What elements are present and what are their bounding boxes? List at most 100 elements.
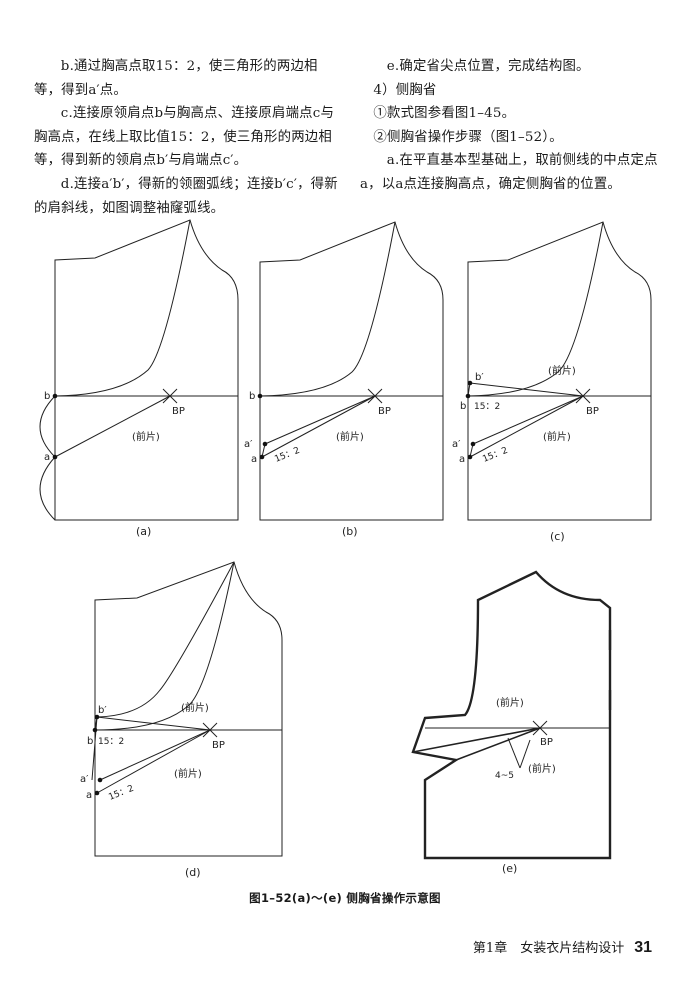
- label-front: (前片): [336, 430, 364, 443]
- label-ratio: 15：2: [98, 737, 124, 747]
- label-front: (前片): [548, 364, 576, 377]
- label-bp: BP: [540, 737, 553, 748]
- label-front: (前片): [181, 701, 209, 714]
- dart-point-line: [519, 739, 531, 769]
- label-front: (前片): [174, 767, 202, 780]
- bodice-outline-bold: [411, 570, 612, 860]
- point-b: [257, 393, 263, 399]
- point-b: [92, 727, 98, 733]
- dart-point-line: [507, 737, 521, 769]
- panel-label-a: (a): [136, 525, 151, 538]
- label-ratio: 15：2: [474, 402, 500, 412]
- neck-dart-line: [469, 382, 584, 397]
- label-bp: BP: [378, 406, 391, 417]
- chapter-title: 第1章 女装衣片结构设计: [472, 941, 625, 956]
- dart-leg: [412, 727, 541, 753]
- paragraph: d.连接a′b′，得新的领圈弧线；连接b′c′，得新的肩斜线，如图调整袖窿弧线。: [34, 176, 338, 216]
- label-front: (前片): [132, 430, 160, 443]
- label-dart-range: 4~5: [495, 771, 514, 781]
- paragraph: ①款式图参看图1–45。: [373, 106, 516, 122]
- point-b: [465, 393, 471, 399]
- neck-dart-line: [96, 716, 211, 731]
- label-bp: BP: [586, 406, 599, 417]
- paragraph: ②侧胸省操作步骤（图1–52）。: [373, 129, 563, 145]
- panel-c: [467, 221, 652, 521]
- points: [52, 380, 476, 796]
- section-heading: 4）侧胸省: [373, 82, 437, 98]
- label-a: a: [86, 790, 92, 801]
- panel-label-b: (b): [342, 525, 358, 538]
- neckline-curve: [259, 221, 396, 397]
- paragraph: b.通过胸高点取15：2，使三角形的两边相等，得到a′点。: [34, 59, 318, 98]
- dart-line: [469, 395, 584, 458]
- label-front: (前片): [528, 762, 556, 775]
- point-a: [467, 454, 473, 460]
- dart-leg: [455, 727, 541, 761]
- figure-caption: 图1–52(a)～(e) 侧胸省操作示意图: [249, 891, 441, 905]
- page-number: 31: [634, 939, 652, 956]
- point-a-prime: [97, 777, 103, 783]
- label-b-prime: b′: [98, 705, 107, 716]
- paragraph: e.确定省尖点位置，完成结构图。: [386, 59, 590, 74]
- page-footer: 第1章 女装衣片结构设计 31: [473, 937, 652, 957]
- dart-line: [96, 729, 211, 794]
- point-a-prime: [470, 441, 476, 447]
- point-a: [259, 454, 265, 460]
- label-a: a: [44, 452, 50, 463]
- point-b-prime: [467, 380, 473, 386]
- dart-line: [264, 395, 376, 445]
- label-b: b: [44, 391, 50, 402]
- point-b-prime: [94, 714, 100, 720]
- panel-d: [91, 561, 283, 857]
- panel-b: [259, 221, 444, 521]
- text-column-right: e.确定省尖点位置，完成结构图。 4）侧胸省 ①款式图参看图1–45。 ②侧胸省…: [360, 55, 660, 197]
- dart-line: [99, 729, 211, 781]
- point-a: [52, 454, 58, 460]
- label-b: b: [87, 736, 93, 747]
- panel-label-e: (e): [502, 862, 517, 875]
- panel-e: [411, 570, 612, 860]
- panel-label-d: (d): [185, 866, 201, 879]
- bodice-outline: [467, 221, 652, 521]
- label-a-prime: a′: [244, 439, 253, 450]
- bp-cross: [575, 388, 591, 404]
- label-b: b: [460, 401, 466, 412]
- label-a-prime: a′: [80, 774, 89, 785]
- label-b: b: [249, 391, 255, 402]
- paragraph: c.连接原领肩点b与胸高点、连接原肩端点c与胸高点，在线上取比值15：2，使三角…: [34, 106, 335, 169]
- arc-mark: [39, 456, 56, 521]
- neckline-curve: [94, 561, 235, 731]
- label-front: (前片): [496, 696, 524, 709]
- paragraph: a.在平直基本型基础上，取前侧线的中点定点a，以a点连接胸高点，确定侧胸省的位置…: [360, 153, 658, 192]
- label-ratio: 15：2: [107, 784, 135, 803]
- label-a: a: [459, 454, 465, 465]
- point-a-prime: [262, 441, 268, 447]
- label-b-prime: b′: [475, 372, 484, 383]
- label-bp: BP: [172, 406, 185, 417]
- panel-label-c: (c): [550, 530, 565, 543]
- dart-line: [261, 395, 376, 458]
- neckline-curve: [54, 219, 191, 397]
- point-a: [94, 790, 100, 796]
- bp-cross: [202, 722, 218, 738]
- new-center-line: [91, 716, 98, 781]
- label-a-prime: a′: [452, 439, 461, 450]
- bodice-outline: [54, 219, 239, 521]
- dart-line: [54, 395, 171, 458]
- bp-cross: [162, 388, 178, 404]
- dart-line: [472, 395, 584, 445]
- panel-a: [39, 219, 239, 521]
- arc-mark: [39, 395, 56, 458]
- label-a: a: [251, 454, 257, 465]
- bodice-outline: [94, 561, 283, 857]
- point-b: [52, 393, 58, 399]
- figure-labels: b a BP (前片) (a) b a a′ 15：2 BP (前片) (b) …: [44, 364, 599, 879]
- bp-cross: [532, 720, 548, 736]
- label-front: (前片): [543, 430, 571, 443]
- new-neckline-curve: [96, 561, 235, 718]
- label-bp: BP: [212, 740, 225, 751]
- bodice-outline: [259, 221, 444, 521]
- text-column-left: b.通过胸高点取15：2，使三角形的两边相等，得到a′点。 c.连接原领肩点b与…: [34, 55, 342, 220]
- neckline-curve: [467, 221, 604, 397]
